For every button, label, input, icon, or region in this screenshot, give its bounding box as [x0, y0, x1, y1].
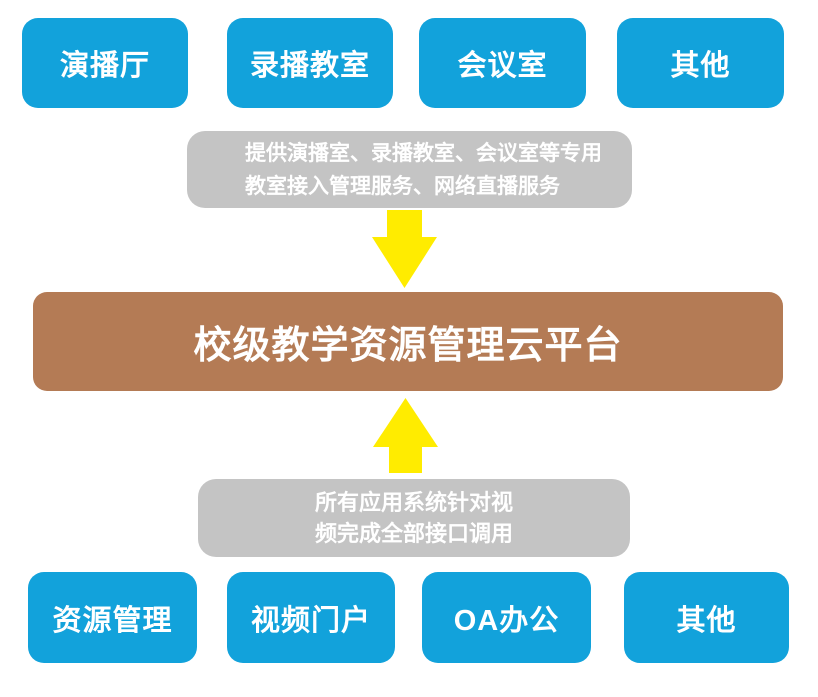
- note-access-services-line2: 教室接入管理服务、网络直播服务: [245, 174, 560, 198]
- node-oa-office-label: OA办公: [453, 604, 560, 637]
- note-api-calls-line2: 频完成全部接口调用: [314, 521, 513, 546]
- node-other-top-label: 其他: [670, 50, 731, 82]
- node-meeting-room: 会议室: [419, 18, 586, 108]
- up-arrow-icon: [373, 398, 438, 473]
- note-access-services-line1: 提供演播室、录播教室、会议室等专用: [245, 141, 602, 165]
- node-other-top: 其他: [617, 18, 784, 108]
- node-studio-hall-label: 演播厅: [59, 50, 150, 82]
- node-resource-management: 资源管理: [28, 572, 197, 663]
- platform-node-label: 校级教学资源管理云平台: [193, 325, 623, 367]
- node-meeting-room-label: 会议室: [457, 50, 548, 82]
- node-oa-office: OA办公: [422, 572, 591, 663]
- platform-node: 校级教学资源管理云平台: [33, 292, 783, 391]
- node-resource-management-label: 资源管理: [52, 604, 173, 637]
- node-other-bottom: 其他: [624, 572, 789, 663]
- node-recording-classroom-label: 录播教室: [249, 50, 370, 82]
- note-api-calls: 所有应用系统针对视 频完成全部接口调用: [198, 479, 630, 557]
- note-api-calls-line1: 所有应用系统针对视: [314, 490, 513, 515]
- node-video-portal-label: 视频门户: [250, 604, 371, 637]
- note-access-services: 提供演播室、录播教室、会议室等专用 教室接入管理服务、网络直播服务: [187, 131, 632, 208]
- node-recording-classroom: 录播教室: [227, 18, 393, 108]
- node-video-portal: 视频门户: [227, 572, 395, 663]
- node-studio-hall: 演播厅: [22, 18, 188, 108]
- down-arrow-icon: [372, 210, 437, 288]
- node-other-bottom-label: 其他: [676, 604, 737, 637]
